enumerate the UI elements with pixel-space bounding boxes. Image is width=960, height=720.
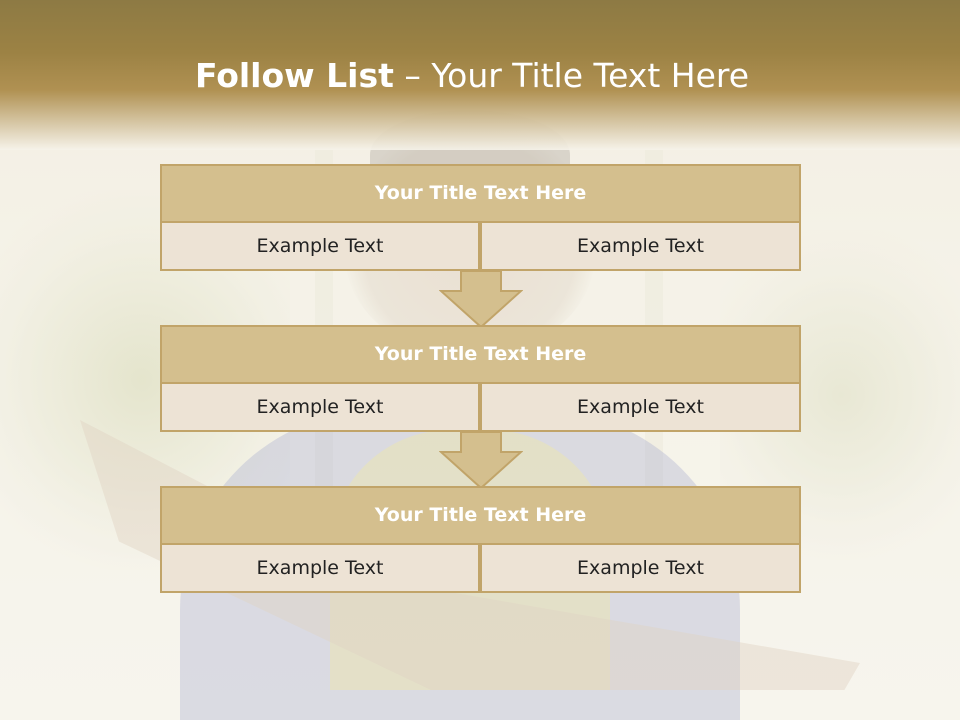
title-banner	[0, 0, 960, 150]
slide-title-rest: – Your Title Text Here	[393, 56, 750, 95]
block-title: Your Title Text Here	[160, 325, 801, 384]
example-text-cell: Example Text	[160, 543, 480, 593]
slide-title: Follow List – Your Title Text Here	[0, 52, 944, 100]
example-text-cell: Example Text	[480, 221, 801, 271]
slide-title-bold: Follow List	[194, 56, 394, 95]
down-arrow-icon	[439, 271, 523, 329]
block-title: Your Title Text Here	[160, 486, 801, 545]
block-cells: Example Text Example Text	[160, 221, 801, 271]
example-text-cell: Example Text	[480, 543, 801, 593]
down-arrow-icon	[439, 432, 523, 490]
block-cells: Example Text Example Text	[160, 543, 801, 593]
example-text-cell: Example Text	[160, 382, 480, 432]
example-text-cell: Example Text	[480, 382, 801, 432]
example-text-cell: Example Text	[160, 221, 480, 271]
block-cells: Example Text Example Text	[160, 382, 801, 432]
block-title: Your Title Text Here	[160, 164, 801, 223]
